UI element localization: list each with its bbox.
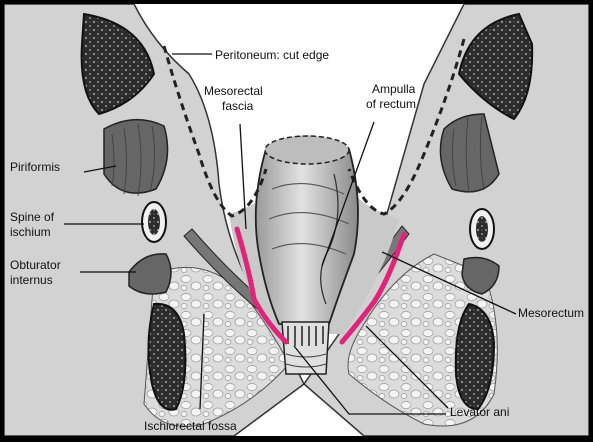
pelvis-illustration (4, 4, 589, 436)
rectum-cut-top (265, 136, 349, 164)
anal-canal (282, 322, 329, 374)
label-spine-of-ischium-1: Spine of (10, 210, 54, 224)
label-levator-ani: Levator ani (450, 405, 509, 419)
diagram-panel: Peritoneum: cut edge Mesorectal fascia A… (4, 4, 589, 436)
label-peritoneum-cut-edge: Peritoneum: cut edge (215, 48, 329, 62)
label-piriformis: Piriformis (10, 160, 60, 174)
label-ischiorectal-fossa: Ischiorectal fossa (144, 419, 237, 433)
label-ampulla-1: Ampulla (372, 82, 415, 96)
left-ischial-tuberosity (148, 304, 185, 410)
label-mesorectal-fascia-1: Mesorectal (204, 84, 263, 98)
label-ampulla-2: of rectum (366, 97, 416, 111)
label-obturator-internus-2: internus (10, 273, 53, 287)
label-spine-of-ischium-2: ischium (10, 225, 51, 239)
label-mesorectal-fascia-2: fascia (222, 99, 253, 113)
label-mesorectum: Mesorectum (518, 306, 584, 320)
label-obturator-internus-1: Obturator (10, 258, 61, 272)
